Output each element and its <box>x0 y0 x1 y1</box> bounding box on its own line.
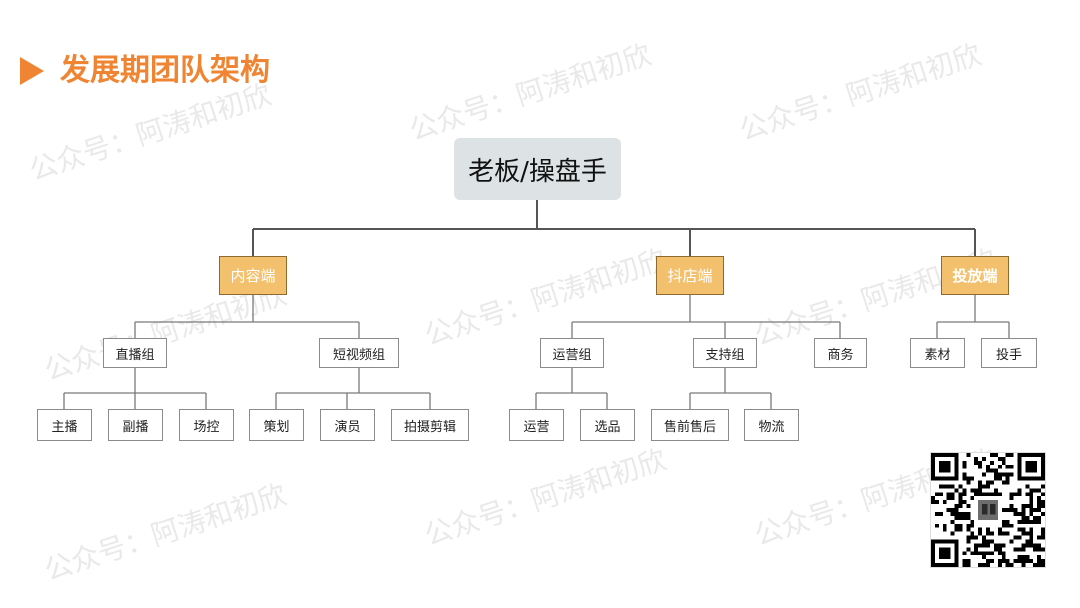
node-operation: 运营 <box>509 409 564 441</box>
node-content-side: 内容端 <box>219 256 287 295</box>
node-product-selection: 选品 <box>580 409 635 441</box>
node-live-group: 直播组 <box>103 338 167 368</box>
node-ads-side: 投放端 <box>941 256 1009 295</box>
qr-code <box>930 452 1046 568</box>
node-planning: 策划 <box>249 409 304 441</box>
node-actor: 演员 <box>320 409 375 441</box>
node-materials: 素材 <box>910 338 965 368</box>
node-short-video-group: 短视频组 <box>319 338 399 368</box>
title-arrow-icon <box>20 57 44 85</box>
node-shoot-edit: 拍摄剪辑 <box>391 409 469 441</box>
node-ad-buyer: 投手 <box>981 338 1037 368</box>
node-ops-group: 运营组 <box>540 338 604 368</box>
page-title: 发展期团队架构 <box>60 53 270 88</box>
connectors-lower <box>63 295 1010 409</box>
node-pre-after-sales: 售前售后 <box>651 409 729 441</box>
node-business: 商务 <box>814 338 867 368</box>
node-store-side: 抖店端 <box>656 256 724 295</box>
node-field-control: 场控 <box>179 409 234 441</box>
qr-code-icon <box>931 453 1045 567</box>
node-support-group: 支持组 <box>693 338 757 368</box>
node-host: 主播 <box>37 409 92 441</box>
connectors-top <box>252 200 976 256</box>
node-co-host: 副播 <box>108 409 163 441</box>
node-logistics: 物流 <box>744 409 799 441</box>
root-node-boss: 老板/操盘手 <box>454 138 621 200</box>
